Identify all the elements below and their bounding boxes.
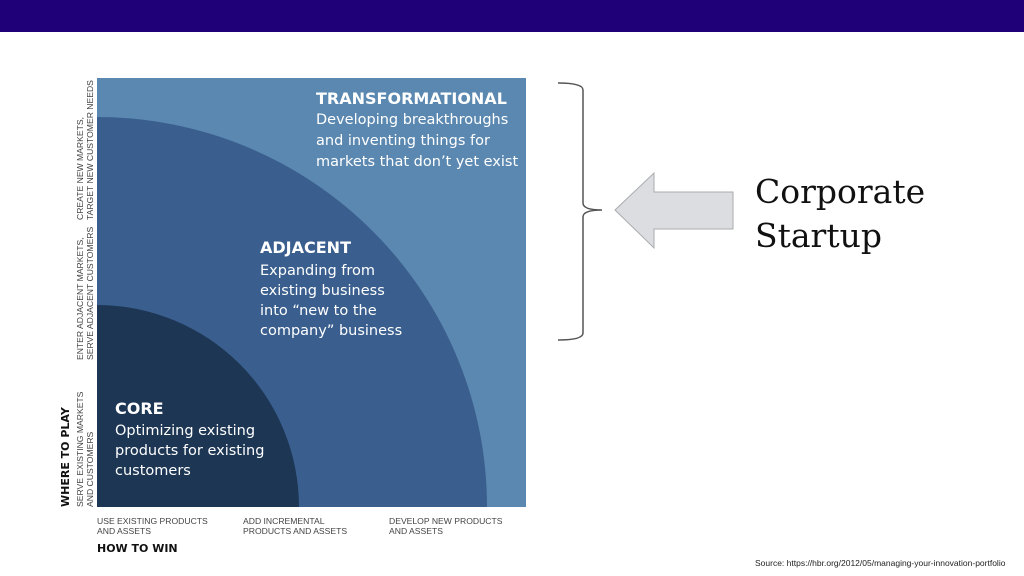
core-title: CORE xyxy=(115,399,164,418)
adjacent-text: into “new to the xyxy=(260,303,377,319)
x-axis-label: PRODUCTS AND ASSETS xyxy=(243,526,347,536)
y-axis-label: ENTER ADJACENT MARKETS, xyxy=(75,237,85,360)
transformational-text: Developing breakthroughs xyxy=(316,112,508,128)
core-text: products for existing xyxy=(115,443,264,459)
curly-brace xyxy=(557,82,603,341)
left-arrow-icon xyxy=(614,171,734,250)
transformational-text: markets that don’t yet exist xyxy=(316,154,518,170)
y-axis-label: SERVE EXISTING MARKETS xyxy=(75,391,85,507)
adjacent-text: existing business xyxy=(260,283,385,299)
title-bar xyxy=(0,0,1024,32)
x-axis-label: DEVELOP NEW PRODUCTS xyxy=(389,516,503,526)
callout-line: Corporate xyxy=(755,172,926,211)
adjacent-title: ADJACENT xyxy=(260,238,351,257)
transformational-title: TRANSFORMATIONAL xyxy=(316,89,507,108)
x-axis-title: HOW TO WIN xyxy=(97,542,178,555)
y-axis-title: WHERE TO PLAY xyxy=(59,406,72,507)
core-zone xyxy=(97,305,299,507)
corporate-startup-label: Corporate Startup xyxy=(755,170,925,258)
core-text: customers xyxy=(115,463,191,479)
source-citation: Source: https://hbr.org/2012/05/managing… xyxy=(755,558,1006,568)
y-axis-label: CREATE NEW MARKETS, xyxy=(75,117,85,220)
y-axis-label: AND CUSTOMERS xyxy=(85,431,95,507)
x-axis-label: AND ASSETS xyxy=(389,526,443,536)
transformational-text: and inventing things for xyxy=(316,133,490,149)
adjacent-text: company” business xyxy=(260,323,402,339)
y-axis-label: SERVE ADJACENT CUSTOMERS xyxy=(85,226,95,360)
x-axis-label: USE EXISTING PRODUCTS xyxy=(97,516,208,526)
x-axis-label: ADD INCREMENTAL xyxy=(243,516,325,526)
core-text: Optimizing existing xyxy=(115,423,255,439)
callout-line: Startup xyxy=(755,216,882,255)
y-axis-label: TARGET NEW CUSTOMER NEEDS xyxy=(85,80,95,220)
x-axis-label: AND ASSETS xyxy=(97,526,151,536)
adjacent-text: Expanding from xyxy=(260,263,375,279)
